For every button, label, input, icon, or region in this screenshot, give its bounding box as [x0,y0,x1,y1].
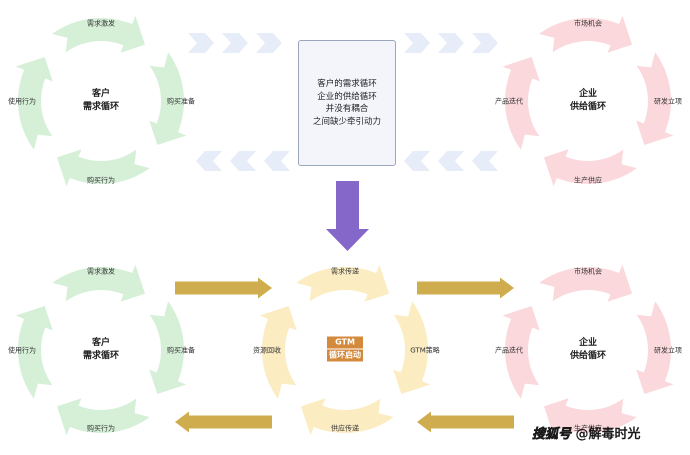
bottom-enterprise-center: 企业 供给循环 [570,337,606,363]
top-customer-step-bottom: 购买行为 [87,176,115,185]
top-chevron-left-right-2 [438,151,464,171]
watermark-brand: 搜狐号 [532,427,572,443]
top-chevron-left-right-1 [404,151,430,171]
gtm-ring-arrow-4 [259,305,297,399]
gtm-step-bottom: 供应传递 [331,424,359,433]
bottom-enterprise-step-right: 研发立项 [654,346,682,355]
gtm-ring-arrow-2 [393,301,431,395]
top-customer-ring-arrow-4 [15,56,53,150]
gtm-step-top: 需求传递 [331,267,359,276]
top-enterprise-step-bottom: 生产供应 [574,176,602,185]
bottom-enterprise-ring-arrow-3 [543,398,637,436]
top-customer-step-top: 需求激发 [87,19,115,28]
note-line-2: 企业的供给循环 [317,91,377,102]
bottom-enterprise-step-left: 产品迭代 [495,346,523,355]
flow-arrow-gtm-to-enterprise [417,277,514,299]
top-enterprise-ring-arrow-3 [543,149,637,187]
top-enterprise-ring-arrow-4 [502,56,540,150]
gtm-step-right: GTM策略 [410,346,440,355]
bottom-enterprise-center-line2: 供给循环 [569,351,607,361]
gtm-center-line1: GTM [327,336,363,349]
bottom-customer-center-line1: 客户 [91,338,111,348]
top-enterprise-step-left: 产品迭代 [495,97,523,106]
bottom-customer-center-line2: 需求循环 [82,351,120,361]
down-arrow [326,181,369,251]
top-customer-ring-arrow-2 [149,52,187,146]
watermark-handle: @解毒时光 [575,427,641,442]
bottom-enterprise-center-line1: 企业 [578,338,598,348]
bottom-customer-ring-arrow-4 [15,305,53,399]
top-customer-ring-arrow-1 [52,15,146,53]
top-chevron-left-left-1 [196,151,222,171]
bottom-enterprise-step-top: 市场机会 [574,267,602,276]
flow-arrow-customer-to-gtm [175,277,272,299]
top-enterprise-ring-arrow-1 [539,15,633,53]
top-customer-center-line1: 客户 [91,89,111,99]
bottom-enterprise-step-bottom: 生产供应 [574,424,602,433]
flow-arrow-enterprise-to-gtm [417,411,514,433]
bottom-enterprise-ring-arrow-1 [539,264,633,302]
bottom-enterprise-ring-arrow-4 [502,305,540,399]
top-customer-step-right: 购买准备 [167,97,195,106]
gtm-ring-arrow-3 [300,398,394,436]
bottom-customer-ring-arrow-1 [52,264,146,302]
bottom-customer-ring-arrow-3 [56,398,150,436]
decoupling-note: 客户的需求循环 企业的供给循环 并没有耦合 之间缺少牵引动力 [298,40,396,166]
note-line-3: 并没有耦合 [325,104,369,114]
top-chevron-right-right-1 [404,33,430,53]
top-enterprise-ring-arrow-2 [636,52,674,146]
top-customer-center: 客户 需求循环 [83,88,119,114]
gtm-center: GTM 循环启动 [327,336,363,363]
bottom-customer-step-top: 需求激发 [87,267,115,276]
top-chevron-right-right-2 [438,33,464,53]
gtm-center-line2: 循环启动 [327,349,363,362]
note-line-1: 客户的需求循环 [317,79,377,89]
gtm-ring-arrow-1 [296,264,390,302]
top-enterprise-center-line2: 供给循环 [569,102,607,112]
bottom-enterprise-ring-arrow-2 [636,301,674,395]
top-chevron-left-right-3 [472,151,498,171]
top-enterprise-center: 企业 供给循环 [570,88,606,114]
top-customer-step-left: 使用行为 [8,97,36,106]
bottom-customer-step-left: 使用行为 [8,346,36,355]
bottom-customer-center: 客户 需求循环 [83,337,119,363]
note-line-4: 之间缺少牵引动力 [312,116,381,127]
top-chevron-left-left-2 [230,151,256,171]
top-chevron-right-left-2 [222,33,248,53]
bottom-customer-ring-arrow-2 [149,301,187,395]
top-chevron-left-left-3 [264,151,290,171]
top-enterprise-center-line1: 企业 [578,89,598,99]
top-customer-ring-arrow-3 [56,149,150,187]
top-customer-center-line2: 需求循环 [82,102,120,112]
top-enterprise-step-top: 市场机会 [574,19,602,28]
bottom-customer-step-bottom: 购买行为 [87,424,115,433]
watermark: 搜狐号 @解毒时光 [532,423,641,443]
bottom-customer-step-right: 购买准备 [167,346,195,355]
top-chevron-right-left-3 [256,33,282,53]
gtm-step-left: 资源回收 [253,346,281,355]
top-chevron-right-right-3 [472,33,498,53]
flow-arrow-gtm-to-customer [175,411,272,433]
top-chevron-right-left-1 [188,33,214,53]
top-enterprise-step-right: 研发立项 [654,97,682,106]
